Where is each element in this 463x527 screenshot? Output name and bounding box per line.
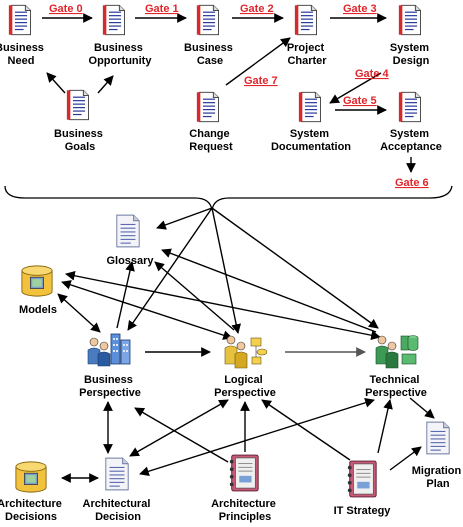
arrow-glossary-technical [161, 248, 377, 333]
gate-3-label: Gate 3 [343, 3, 377, 15]
arrow-design-documentation [329, 72, 382, 104]
system-documentation-label: System Documentation [271, 128, 351, 153]
it-strategy-binder-icon [347, 460, 377, 498]
gate-6-label: Gate 6 [395, 177, 429, 189]
arrow-change-charter [225, 37, 291, 86]
architecture-principles-binder-icon [229, 454, 259, 492]
architecture-principles-label: Architecture Principles [211, 498, 279, 523]
gate-1-label: Gate 1 [145, 3, 179, 15]
project-charter-document-icon [294, 4, 318, 36]
arrow-glossary-business [116, 261, 135, 329]
business-goals-label: Business Goals [54, 128, 106, 153]
glossary-document-icon [116, 214, 140, 248]
arrow-glossary-logical [154, 261, 235, 331]
arrow-goals-opportunity [97, 75, 114, 94]
arrow-itstrategy-technical [377, 399, 393, 454]
business-need-label: Business Need [0, 42, 47, 67]
architectural-decision-document-icon [105, 457, 129, 491]
arrow-brace-technical [211, 207, 379, 329]
arrow-technical-migration [409, 397, 435, 419]
logical-perspective-label: Logical Perspective [214, 374, 276, 399]
system-acceptance-label: System Acceptance [380, 128, 442, 153]
arrow-brace-business [127, 207, 213, 331]
business-perspective-icon [87, 333, 131, 367]
process-arrows [42, 13, 416, 173]
business-opportunity-label: Business Opportunity [89, 42, 153, 67]
technical-perspective-label: Technical Perspective [365, 374, 427, 399]
arrow-principles-business [134, 407, 229, 463]
models-label: Models [19, 304, 57, 316]
architecture-decisions-label: Architecture Decisions [0, 498, 65, 523]
system-acceptance-document-icon [398, 91, 422, 123]
gate-4-label: Gate 4 [355, 68, 390, 80]
business-case-document-icon [196, 4, 220, 36]
gate-labels: Gate 0 Gate 1 Gate 2 Gate 3 Gate 4 Gate … [49, 3, 429, 189]
models-database-icon [21, 265, 53, 297]
arrow-brace-glossary [156, 207, 213, 230]
grouping-brace [4, 185, 453, 211]
technical-perspective-icon [375, 335, 419, 369]
gate-0-label: Gate 0 [49, 3, 83, 15]
gate-2-label: Gate 2 [240, 3, 274, 15]
arrow-itstrategy-migration [389, 446, 422, 471]
arrow-decision-technical [139, 397, 375, 477]
glossary-label: Glossary [106, 255, 154, 267]
arrow-models-technical [65, 270, 381, 341]
business-need-document-icon [8, 4, 32, 36]
business-perspective-label: Business Perspective [79, 374, 141, 399]
system-design-document-icon [398, 4, 422, 36]
logical-perspective-icon [224, 335, 268, 369]
migration-plan-document-icon [426, 421, 450, 455]
system-documentation-document-icon [298, 91, 322, 123]
architecture-arrows [57, 207, 435, 483]
business-goals-document-icon [66, 89, 90, 121]
change-request-document-icon [196, 91, 220, 123]
gate-5-label: Gate 5 [343, 95, 377, 107]
arrow-itstrategy-logical [261, 399, 351, 461]
migration-plan-label: Migration Plan [412, 465, 463, 490]
arrow-decision-logical [129, 399, 229, 457]
architecture-decisions-database-icon [15, 461, 47, 493]
business-opportunity-document-icon [102, 4, 126, 36]
business-case-label: Business Case [184, 42, 236, 67]
project-charter-label: Project Charter [287, 42, 327, 67]
arrow-models-business [57, 293, 101, 333]
gate-7-label: Gate 7 [244, 75, 278, 87]
system-design-label: System Design [390, 42, 432, 67]
change-request-label: Change Request [189, 128, 233, 153]
it-strategy-label: IT Strategy [334, 505, 392, 517]
architectural-decision-label: Architectural Decision [83, 498, 154, 523]
arrow-goals-need [46, 72, 66, 94]
